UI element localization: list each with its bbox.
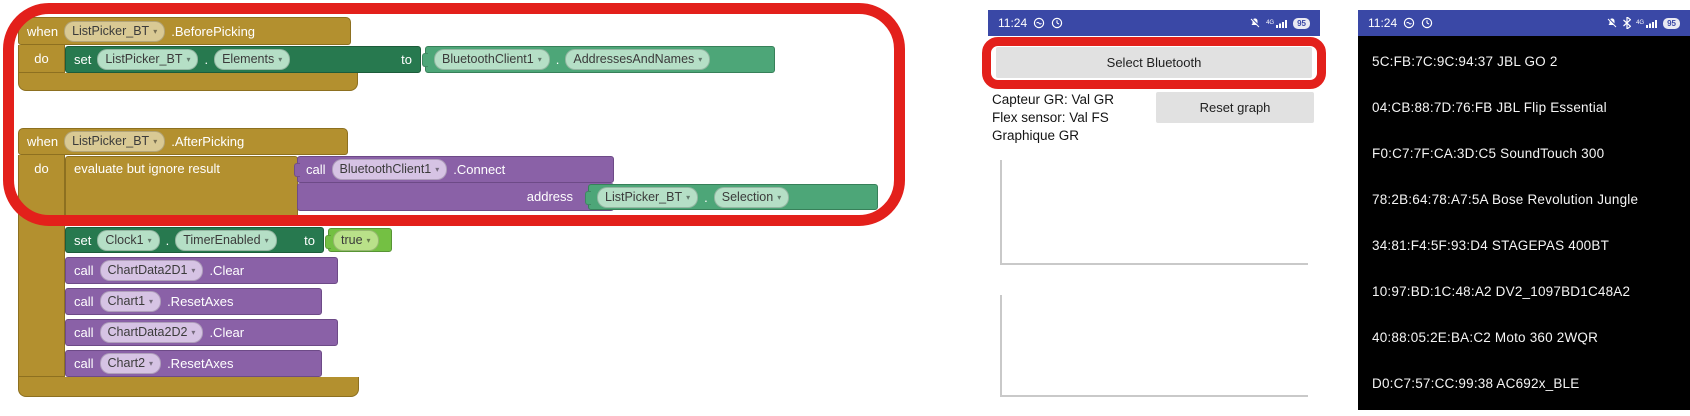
notifications-off-icon — [1607, 17, 1618, 28]
getter-selection-block[interactable]: ListPicker_BT . Selection — [585, 184, 878, 210]
component-dropdown[interactable]: Clock1 — [97, 229, 160, 251]
battery-icon: 95 — [1663, 17, 1680, 29]
component-dropdown[interactable]: Chart1 — [99, 291, 162, 312]
dot-separator: . — [555, 52, 560, 67]
set-keyword: set — [74, 232, 92, 248]
component-dropdown[interactable]: Chart2 — [99, 353, 162, 374]
when-keyword: when — [27, 23, 59, 39]
device-list-item[interactable]: 5C:FB:7C:9C:94:37 JBL GO 2 — [1372, 53, 1558, 69]
call-keyword: call — [74, 356, 94, 371]
event-block-bottom — [18, 377, 359, 397]
evaluate-ignore-result-block[interactable]: evaluate but ignore result — [65, 156, 298, 218]
call-keyword: call — [74, 263, 94, 278]
dot-separator: . — [165, 232, 170, 248]
call-connect-address-row: address — [297, 183, 614, 211]
network-type-label: 4G — [1636, 20, 1645, 26]
status-time: 11:24 — [998, 16, 1028, 30]
network-type-label: 4G — [1266, 20, 1275, 26]
sensor-labels: Capteur GR: Val GR Flex sensor: Val FS G… — [992, 91, 1114, 145]
event-block-bottom — [18, 73, 358, 91]
event-block-beforepicking[interactable]: when ListPicker_BT .BeforePicking — [18, 17, 351, 45]
status-bar: 11:24 4G 95 — [988, 10, 1320, 36]
evaluate-label: evaluate but ignore result — [74, 161, 220, 176]
event-block-do-rail: do — [18, 155, 65, 377]
set-keyword: set — [74, 52, 92, 67]
call-chart2-resetaxes-block[interactable]: call Chart2 .ResetAxes — [65, 350, 322, 377]
status-time: 11:24 — [1368, 16, 1398, 30]
set-elements-block[interactable]: set ListPicker_BT . Elements to — [65, 46, 421, 73]
clock-icon — [1421, 17, 1433, 29]
call-keyword: call — [74, 294, 94, 309]
do-keyword: do — [34, 161, 49, 176]
data-saver-icon — [1033, 17, 1045, 29]
capteur-gr-label: Capteur GR: Val GR — [992, 92, 1115, 107]
component-dropdown[interactable]: ChartData2D2 — [99, 322, 204, 343]
dot-separator: . — [204, 52, 209, 67]
signal-icon — [1276, 20, 1288, 28]
component-dropdown[interactable]: ChartData2D1 — [99, 260, 204, 281]
chart2-canvas — [1000, 295, 1308, 397]
method-name: .Clear — [209, 263, 245, 278]
do-keyword: do — [34, 51, 49, 66]
reset-graph-button[interactable]: Reset graph — [1156, 92, 1314, 123]
battery-icon: 95 — [1293, 17, 1310, 29]
property-dropdown[interactable]: AddressesAndNames — [565, 49, 711, 70]
dot-separator: . — [704, 189, 708, 205]
device-list-item[interactable]: D0:C7:57:CC:99:38 AC692x_BLE — [1372, 375, 1580, 391]
device-list-item[interactable]: 78:2B:64:78:A7:5A Bose Revolution Jungle — [1372, 191, 1639, 207]
component-dropdown[interactable]: BluetoothClient1 — [434, 49, 550, 70]
device-list-item[interactable]: F0:C7:7F:CA:3D:C5 SoundTouch 300 — [1372, 145, 1605, 161]
event-name: .BeforePicking — [171, 23, 256, 39]
to-keyword: to — [304, 232, 315, 248]
when-keyword: when — [27, 134, 59, 149]
method-name: .ResetAxes — [167, 356, 234, 371]
device-list-item[interactable]: 40:88:05:2E:BA:C2 Moto 360 2WQR — [1372, 329, 1599, 345]
call-keyword: call — [74, 325, 94, 340]
flex-sensor-label: Flex sensor: Val FS — [992, 110, 1109, 125]
status-bar: 11:24 4G — [1358, 10, 1690, 36]
true-dropdown[interactable]: true — [333, 229, 379, 251]
data-saver-icon — [1403, 17, 1415, 29]
graphique-gr-label: Graphique GR — [992, 128, 1080, 143]
property-dropdown[interactable]: TimerEnabled — [175, 229, 277, 251]
event-block-afterpicking[interactable]: when ListPicker_BT .AfterPicking — [18, 128, 348, 155]
bluetooth-icon — [1623, 17, 1632, 29]
getter-addressesandnames-block[interactable]: BluetoothClient1 . AddressesAndNames — [422, 46, 775, 73]
chart1-canvas — [1000, 160, 1308, 265]
call-connect-block[interactable]: call BluetoothClient1 .Connect — [294, 156, 614, 183]
bluetooth-device-list: 5C:FB:7C:9C:94:37 JBL GO 2 04:CB:88:7D:7… — [1358, 36, 1690, 410]
signal-icon — [1646, 20, 1658, 28]
method-name: .ResetAxes — [167, 294, 234, 309]
set-timerenabled-block[interactable]: set Clock1 . TimerEnabled to — [65, 227, 324, 253]
component-dropdown[interactable]: ListPicker_BT — [597, 186, 699, 208]
call-chartdata2d1-clear-block[interactable]: call ChartData2D1 .Clear — [65, 257, 338, 284]
event-name: .AfterPicking — [171, 134, 245, 149]
component-dropdown[interactable]: ListPicker_BT — [97, 49, 199, 70]
device-list-item[interactable]: 34:81:F4:5F:93:D4 STAGEPAS 400BT — [1372, 237, 1610, 253]
property-dropdown[interactable]: Selection — [713, 186, 790, 208]
call-keyword: call — [306, 162, 326, 177]
component-dropdown[interactable]: ListPicker_BT — [64, 131, 166, 152]
event-block-do-rail: do — [18, 45, 65, 73]
call-chart1-resetaxes-block[interactable]: call Chart1 .ResetAxes — [65, 288, 322, 315]
select-bluetooth-button[interactable]: Select Bluetooth — [996, 47, 1312, 78]
device-list-item[interactable]: 04:CB:88:7D:76:FB JBL Flip Essential — [1372, 99, 1607, 115]
notifications-off-icon — [1250, 17, 1261, 28]
method-name: .Connect — [453, 162, 506, 177]
component-dropdown[interactable]: ListPicker_BT — [64, 20, 166, 42]
component-dropdown[interactable]: BluetoothClient1 — [331, 159, 448, 180]
logic-true-block[interactable]: true — [325, 228, 392, 252]
to-keyword: to — [401, 52, 412, 67]
method-name: .Clear — [209, 325, 245, 340]
device-list-item[interactable]: 10:97:BD:1C:48:A2 DV2_1097BD1C48A2 — [1372, 283, 1631, 299]
clock-icon — [1051, 17, 1063, 29]
property-dropdown[interactable]: Elements — [214, 49, 291, 70]
call-chartdata2d2-clear-block[interactable]: call ChartData2D2 .Clear — [65, 319, 338, 346]
address-param-label: address — [526, 189, 573, 204]
